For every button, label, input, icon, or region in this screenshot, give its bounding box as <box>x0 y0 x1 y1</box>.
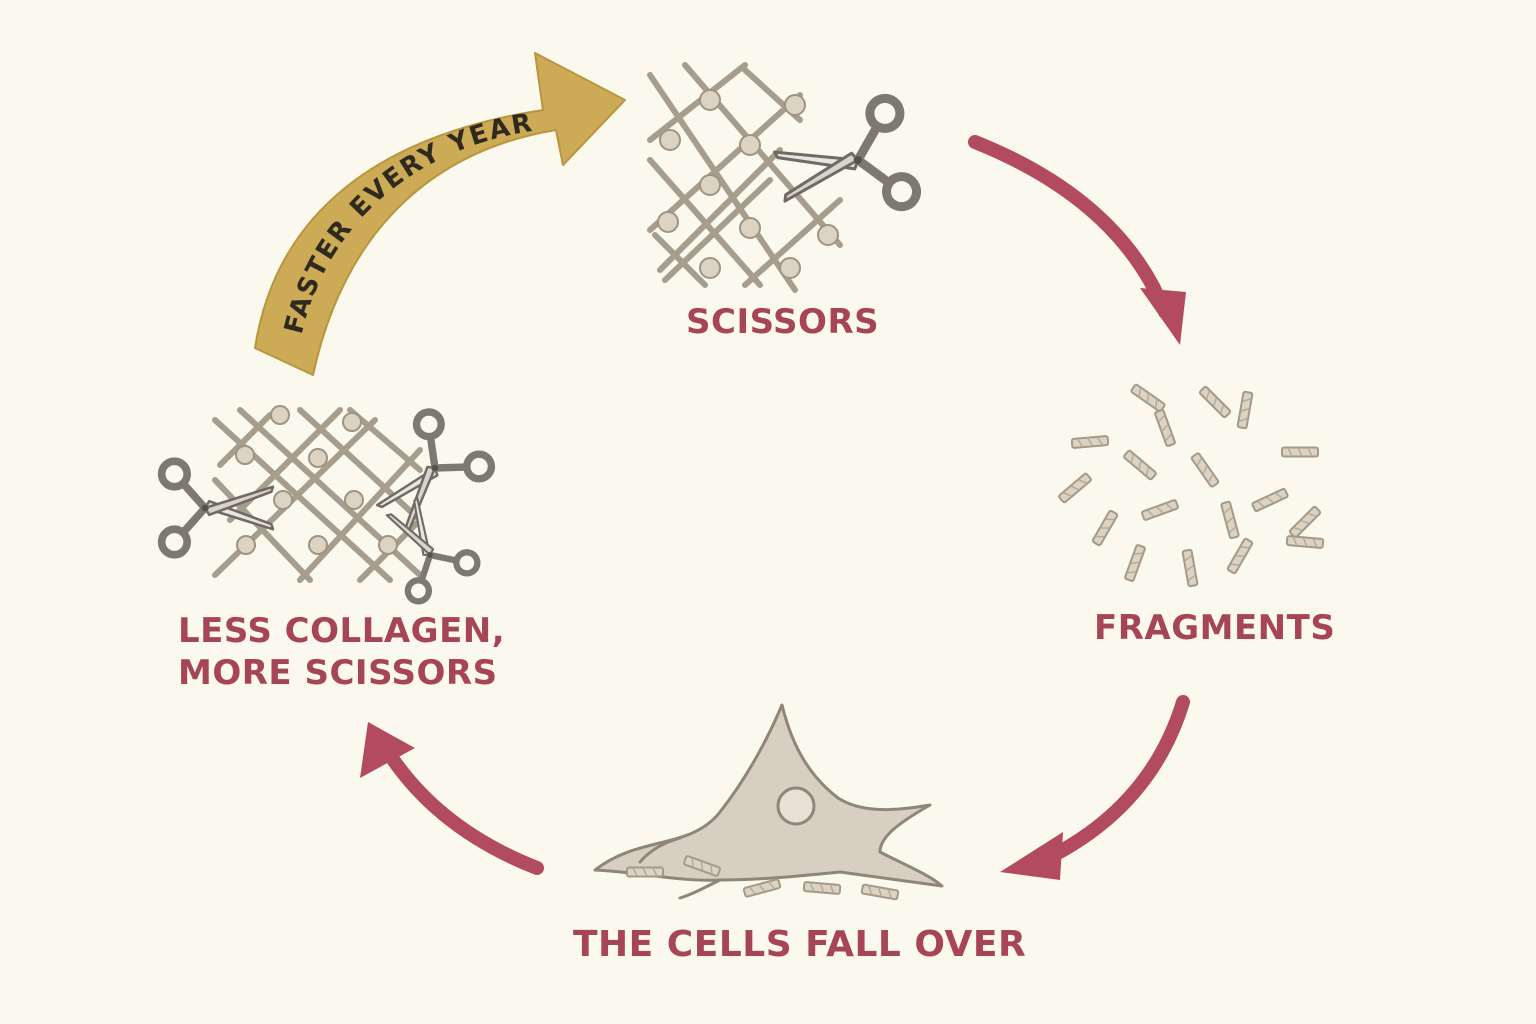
collagen-mesh-icon <box>647 62 843 293</box>
collagen-mesh-nodes <box>657 89 839 279</box>
less-collagen-line2: MORE SCISSORS <box>178 653 498 693</box>
collagen-mesh-nodes <box>235 405 398 555</box>
fragments-icon <box>1057 382 1325 588</box>
scissors-icon <box>162 461 273 555</box>
arrow-scissors-to-fragments <box>968 135 1186 345</box>
scissors-icon <box>358 407 496 547</box>
cells-fall-over-label: THE CELLS FALL OVER <box>573 924 1027 965</box>
faster-every-year-arrow: FASTER EVERY YEAR <box>254 52 626 376</box>
less-collagen-line1: LESS COLLAGEN, <box>178 611 506 651</box>
fragments-label: FRAGMENTS <box>1094 608 1336 648</box>
less-collagen-label: LESS COLLAGEN, MORE SCISSORS <box>178 610 505 694</box>
scissors-label: SCISSORS <box>686 302 880 342</box>
arrow-fragments-to-cells <box>1000 695 1190 880</box>
cell-icon <box>593 703 944 901</box>
arrow-cells-to-less-collagen <box>360 722 544 875</box>
